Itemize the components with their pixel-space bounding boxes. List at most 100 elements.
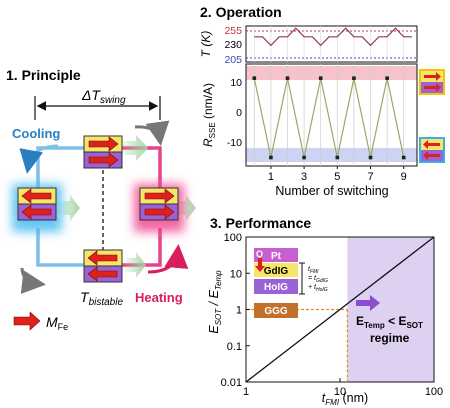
rsse-data-point	[285, 76, 290, 80]
moment-arrow-left-icon	[87, 250, 118, 266]
rsse-data-point	[252, 76, 257, 80]
performance-panel: 3. Performance 100 10 1 0.1 0.01 1 10 100 Pt G…	[207, 215, 443, 407]
perf-y-tick-label: 0.1	[227, 341, 242, 353]
perf-x-tick-label: 100	[425, 386, 443, 398]
layer-hoig	[254, 279, 298, 294]
regime-label-line2: regime	[370, 331, 410, 345]
state-block-right	[139, 187, 179, 221]
tfmi-equation-1: tFMI	[308, 266, 319, 275]
rsse-data-point	[269, 155, 273, 160]
state-indicator-top	[419, 69, 445, 95]
rsse-plot-frame	[245, 63, 418, 167]
flow-arrow-bottom	[122, 252, 146, 278]
rsse-tick-10: 10	[230, 77, 242, 89]
layer-pt-label: Pt	[271, 251, 282, 262]
temp-tick-205: 205	[224, 54, 242, 66]
perf-y-tick-label: 10	[230, 268, 242, 280]
rsse-band-bottom	[246, 148, 417, 162]
perf-y-tick-label: 100	[224, 232, 242, 244]
rsse-series-line	[253, 78, 405, 158]
tfmi-equation-2: = tGdIG	[308, 275, 328, 284]
perf-x-tick-label: 10	[334, 386, 346, 398]
moment-arrow-right-icon	[144, 188, 175, 204]
temp-series-line	[254, 27, 412, 47]
mfe-legend-label: MFe	[46, 314, 68, 332]
temp-plot: 255 230 205 T (K)	[199, 25, 418, 66]
perf-y-tick-label: 1	[236, 305, 242, 317]
performance-series-line	[245, 236, 435, 383]
rsse-tick-minus10: -10	[227, 137, 242, 149]
heat-down-arrow-icon	[255, 258, 265, 272]
rsse-tick-0: 0	[236, 107, 242, 119]
mfe-legend-arrow-icon	[13, 311, 41, 331]
layer-pt	[254, 248, 298, 262]
moment-arrow-right-icon	[424, 72, 441, 81]
moment-arrow-left-icon	[87, 266, 118, 282]
state-block-left	[17, 187, 57, 221]
layer-hoig-label: HoIG	[264, 282, 288, 293]
heat-q-label: Q	[256, 249, 263, 259]
performance-title: 3. Performance	[210, 215, 311, 231]
principle-panel: 1. Principle ΔTswing Cooling Heating	[6, 67, 196, 332]
rsse-axis-label: RSSE (nm/A)	[201, 83, 217, 147]
heating-curved-arrow	[147, 244, 189, 274]
rsse-x-axis-label: Number of switching	[275, 184, 388, 198]
rsse-data-point	[335, 155, 340, 160]
flow-arrow-top	[118, 135, 148, 161]
rsse-band-top	[246, 66, 417, 80]
moment-arrow-left-icon	[423, 140, 440, 149]
principle-title: 1. Principle	[6, 67, 81, 83]
rsse-x-tick-label: 5	[334, 171, 340, 183]
cooling-loop-bottom	[36, 228, 86, 267]
state-block-top	[83, 135, 123, 169]
moment-arrow-right-icon	[88, 152, 119, 168]
rsse-x-tick-label: 3	[301, 171, 307, 183]
layer-stack-inset: Pt GdIG HoIG GGG Q tFMI = tGdIG + tHoIG	[254, 248, 328, 318]
cooling-loop-line	[36, 146, 86, 188]
temp-tick-230: 230	[224, 39, 242, 51]
moment-arrow-right-icon	[424, 83, 441, 92]
operation-panel: 2. Operation 255 230 205 T (K) 10 0 -10	[199, 4, 445, 198]
regime-label-line1: ETemp < ESOT	[356, 314, 423, 330]
temp-plot-frame	[245, 25, 418, 63]
moment-arrow-right-icon	[144, 204, 175, 220]
rsse-plot: 10 0 -10 RSSE (nm/A) 1 3 5 7 9 Number of swi…	[201, 63, 418, 198]
layer-ggg	[254, 303, 298, 318]
moment-arrow-left-icon	[21, 204, 52, 220]
state-block-bottom	[83, 249, 123, 283]
moment-arrow-left-icon	[21, 188, 52, 204]
grey-arrow-top	[134, 120, 170, 146]
layer-gdig-label: GdIG	[264, 266, 289, 277]
temp-tick-255: 255	[224, 25, 242, 37]
tfmi-equation-3: + tHoIG	[308, 284, 328, 293]
rsse-data-point	[401, 155, 406, 160]
bistable-label: Tbistable	[80, 289, 123, 308]
rsse-x-tick-label: 7	[367, 171, 373, 183]
perf-y-tick-label: 0.01	[221, 377, 242, 389]
rsse-x-tick-label: 1	[268, 171, 274, 183]
cooling-label: Cooling	[12, 126, 60, 141]
layer-ggg-label: GGG	[264, 306, 288, 317]
rsse-data-point	[302, 155, 306, 160]
rsse-data-point	[385, 76, 389, 80]
grey-arrow-bottom	[20, 267, 46, 294]
operation-title: 2. Operation	[200, 4, 282, 20]
cooling-curved-arrow	[19, 144, 59, 174]
perf-y-axis-label: ESOT / ETemp	[207, 270, 223, 334]
heating-label: Heating	[135, 290, 183, 305]
rsse-data-point	[352, 76, 356, 80]
rsse-data-point	[318, 76, 323, 80]
perf-x-tick-label: 1	[243, 386, 249, 398]
state-indicator-bottom	[419, 137, 445, 163]
delta-t-label: ΔTswing	[81, 87, 126, 106]
regime-arrow-icon	[356, 295, 380, 311]
rsse-x-tick-label: 9	[401, 171, 407, 183]
moment-arrow-left-icon	[423, 151, 440, 160]
moment-arrow-right-icon	[88, 136, 119, 152]
layer-gdig	[254, 263, 298, 277]
temp-axis-label: T (K)	[199, 31, 213, 58]
regime-shaded-region	[347, 237, 434, 382]
rsse-data-point	[368, 155, 373, 160]
perf-x-axis-label: tFMI (nm)	[322, 391, 368, 407]
